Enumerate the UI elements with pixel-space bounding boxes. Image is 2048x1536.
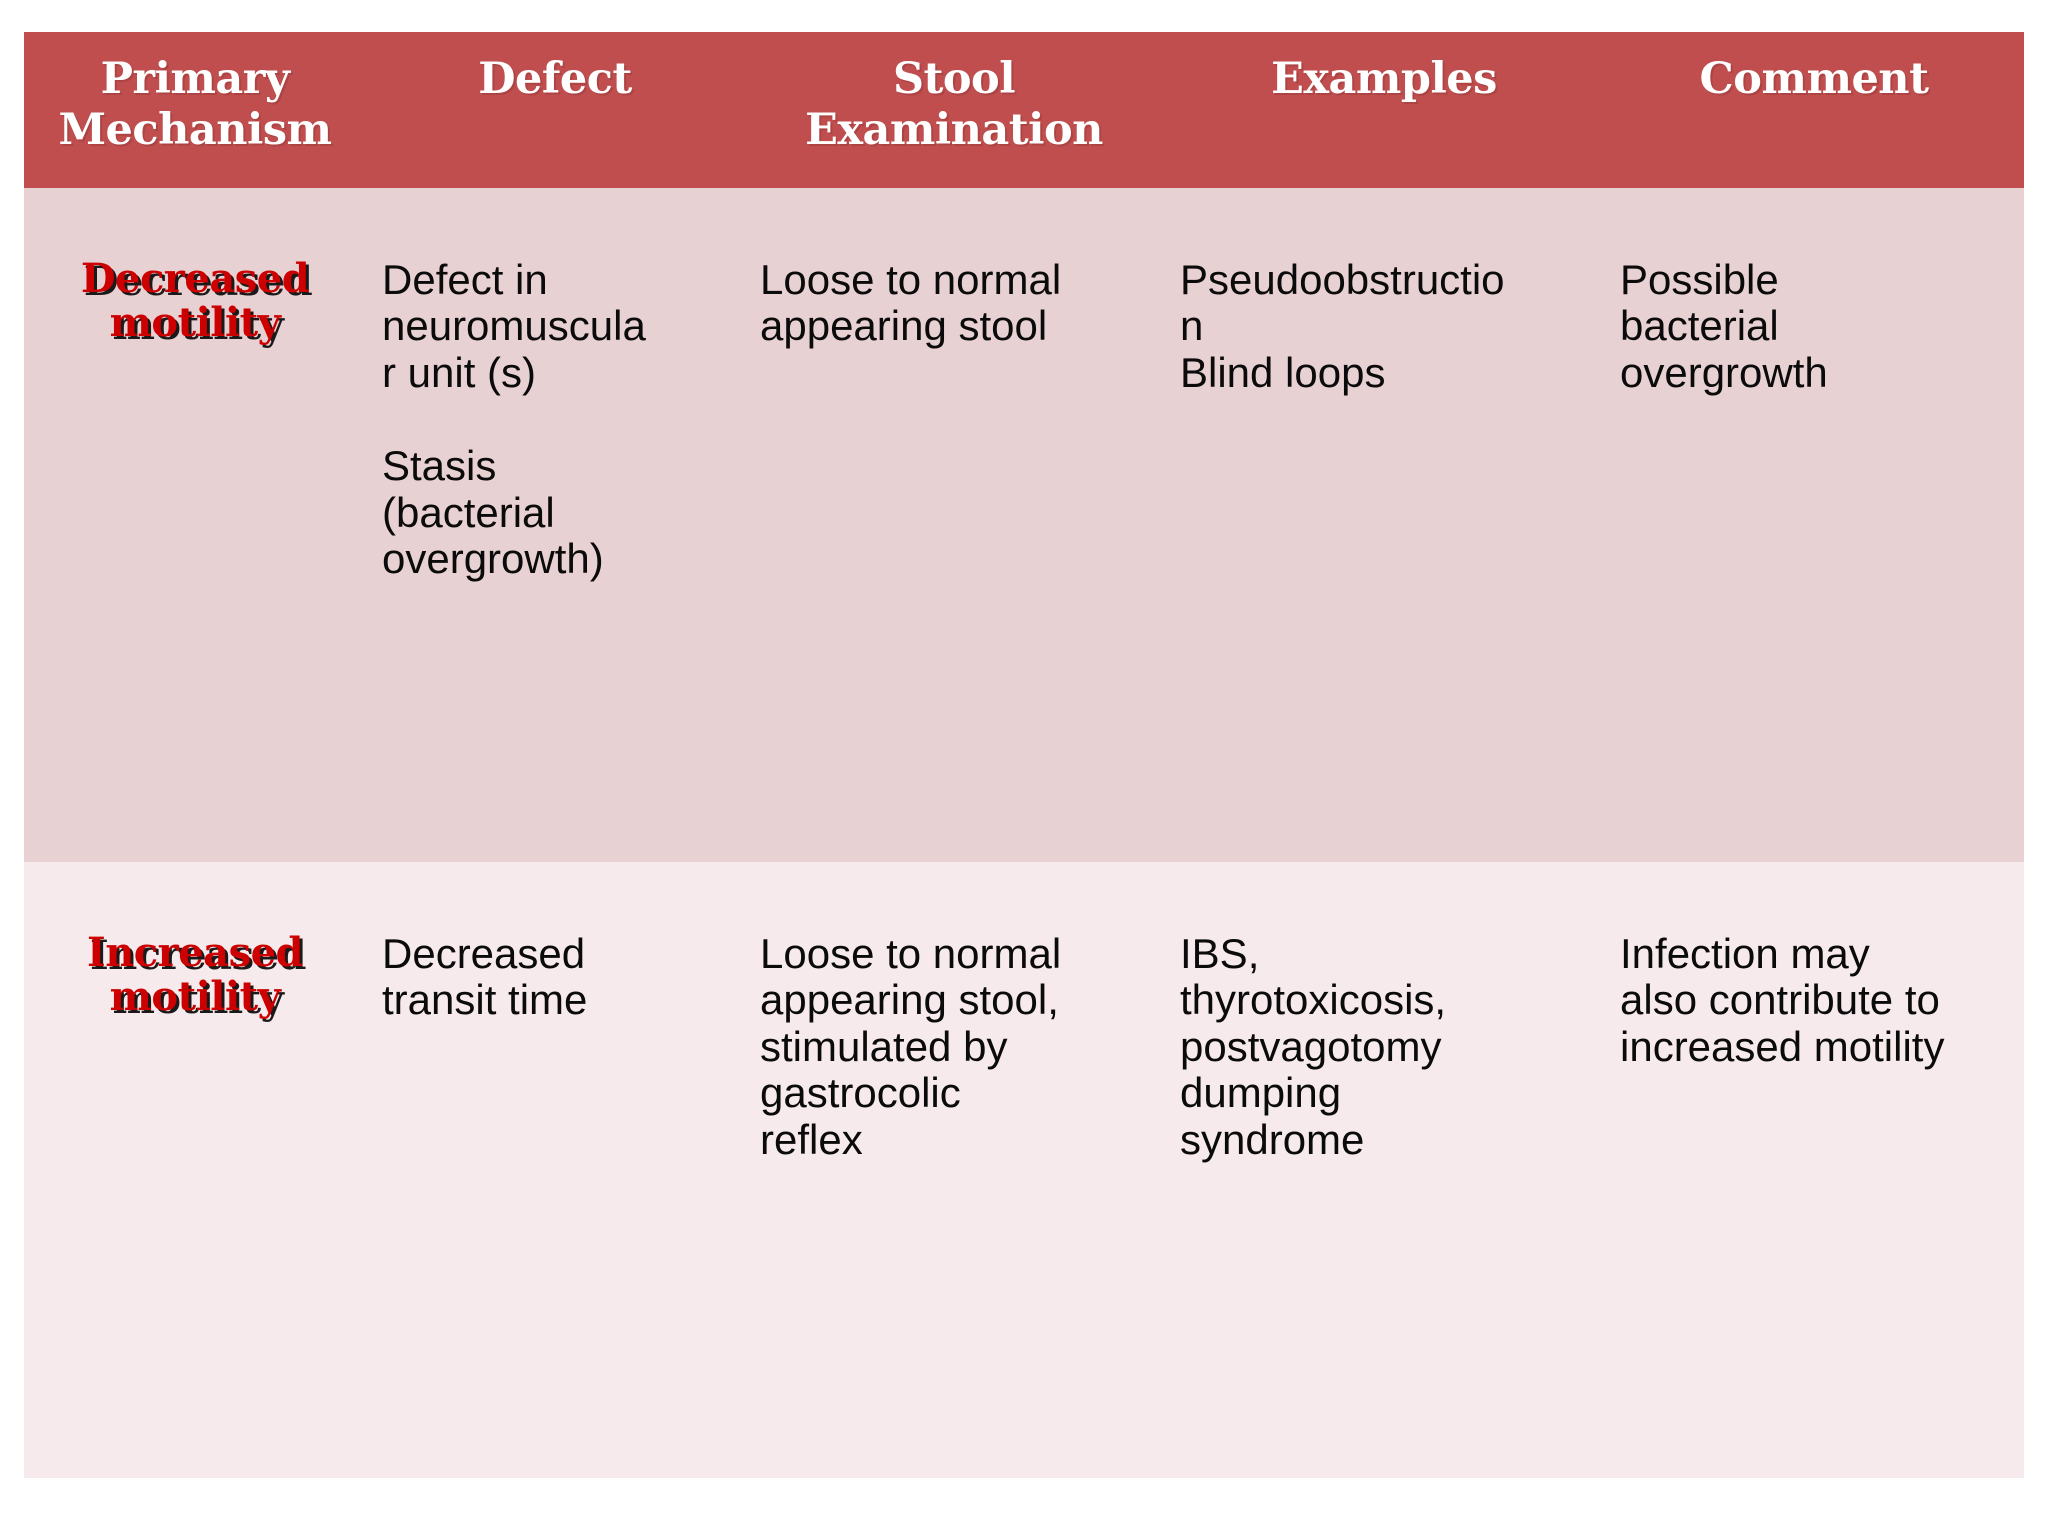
table-row: Decreased motility Defect in neuromuscul…	[24, 188, 2024, 862]
cell-text-stool-examination: Loose to normal appearing stool, stimula…	[760, 929, 1062, 1164]
cell-text-defect: Decreased transit time	[382, 929, 588, 1024]
mechanism-label-decreased-motility: Decreased motility	[80, 254, 310, 347]
cell-text-defect: Defect in neuromuscula r unit (s) Stasis…	[382, 255, 646, 583]
cell-defect-decreased: Defect in neuromuscula r unit (s) Stasis…	[366, 188, 744, 862]
column-header-defect: Defect	[366, 32, 744, 188]
mechanism-label-increased-motility: Increased motility	[86, 928, 304, 1021]
header-row: Primary Mechanism Defect Stool Examinati…	[24, 32, 2024, 188]
column-header-primary-mechanism: Primary Mechanism	[24, 32, 366, 188]
cell-examples-increased: IBS, thyrotoxicosis, postvagotomy dumpin…	[1164, 862, 1604, 1478]
column-header-examples: Examples	[1164, 32, 1604, 188]
cell-comment-increased: Infection may also contribute to increas…	[1604, 862, 2024, 1478]
cell-text-examples: IBS, thyrotoxicosis, postvagotomy dumpin…	[1180, 929, 1447, 1164]
cell-stool-examination-decreased: Loose to normal appearing stool	[744, 188, 1164, 862]
table-row: Increased motility Decreased transit tim…	[24, 862, 2024, 1478]
cell-stool-examination-increased: Loose to normal appearing stool, stimula…	[744, 862, 1164, 1478]
cell-text-comment: Possible bacterial overgrowth	[1620, 255, 1828, 396]
cell-text-stool-examination: Loose to normal appearing stool	[760, 255, 1062, 350]
cell-text-examples: Pseudoobstructio n Blind loops	[1180, 255, 1505, 396]
cell-text-comment: Infection may also contribute to increas…	[1620, 929, 1945, 1070]
cell-comment-decreased: Possible bacterial overgrowth	[1604, 188, 2024, 862]
cell-mechanism-increased: Increased motility	[24, 862, 366, 1478]
column-header-stool-examination: Stool Examination	[744, 32, 1164, 188]
mechanism-table-container: Primary Mechanism Defect Stool Examinati…	[24, 32, 2024, 1478]
column-header-comment: Comment	[1604, 32, 2024, 188]
cell-examples-decreased: Pseudoobstructio n Blind loops	[1164, 188, 1604, 862]
table-header: Primary Mechanism Defect Stool Examinati…	[24, 32, 2024, 188]
diarrhea-mechanism-table: Primary Mechanism Defect Stool Examinati…	[24, 32, 2024, 1478]
cell-mechanism-decreased: Decreased motility	[24, 188, 366, 862]
cell-defect-increased: Decreased transit time	[366, 862, 744, 1478]
table-body: Decreased motility Defect in neuromuscul…	[24, 188, 2024, 1478]
